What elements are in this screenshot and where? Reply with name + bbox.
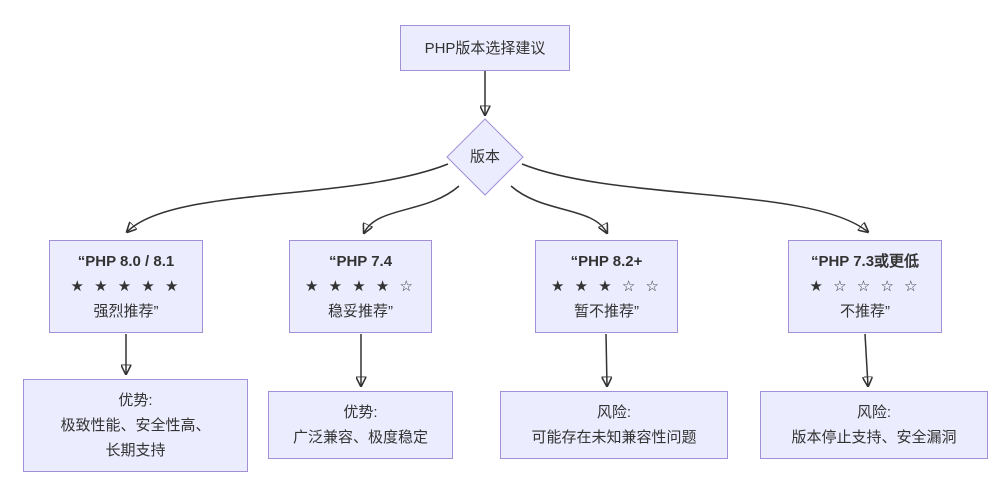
detail-node-php80-81: 优势: 极致性能、安全性高、 长期支持: [23, 379, 248, 472]
verdict-line: 强烈推荐”: [93, 303, 159, 320]
detail-line: 版本停止支持、安全漏洞: [791, 429, 957, 446]
stars-line: ★ ★ ★ ☆ ☆: [551, 278, 662, 295]
stars-line: ★ ★ ★ ★ ☆: [305, 278, 416, 295]
version-line: “PHP 8.2+: [570, 253, 643, 270]
edge-decision-to-branch-3: [510, 185, 607, 233]
branch-node-php74: “PHP 7.4 ★ ★ ★ ★ ☆ 稳妥推荐”: [289, 240, 432, 333]
stars-line: ★ ☆ ☆ ☆ ☆: [809, 278, 921, 295]
verdict-line: 稳妥推荐”: [328, 303, 393, 320]
verdict-line: 不推荐”: [840, 303, 890, 320]
branch-node-php82plus: “PHP 8.2+ ★ ★ ★ ☆ ☆ 暂不推荐”: [535, 240, 678, 333]
detail-line: 广泛兼容、极度稳定: [292, 429, 428, 446]
detail-line: 优势:: [118, 392, 153, 409]
detail-node-php82plus: 风险: 可能存在未知兼容性问题: [500, 391, 728, 459]
edge-decision-to-branch-1: [127, 163, 449, 232]
version-line: “PHP 7.4: [328, 253, 393, 270]
branch-node-php80-81: “PHP 8.0 / 8.1 ★ ★ ★ ★ ★ 强烈推荐”: [49, 240, 203, 333]
version-line: “PHP 7.3或更低: [810, 253, 920, 270]
verdict-line: 暂不推荐”: [574, 303, 639, 320]
branch-node-php73-or-lower: “PHP 7.3或更低 ★ ☆ ☆ ☆ ☆ 不推荐”: [788, 240, 942, 333]
detail-line: 优势:: [343, 404, 378, 421]
detail-line: 极致性能、安全性高、: [60, 417, 211, 434]
detail-line: 长期支持: [105, 442, 166, 459]
detail-node-php74: 优势: 广泛兼容、极度稳定: [268, 391, 453, 459]
root-node: PHP版本选择建议: [400, 25, 570, 71]
stars-line: ★ ★ ★ ★ ★: [70, 278, 182, 295]
detail-line: 风险:: [596, 404, 632, 421]
detail-line: 风险:: [856, 404, 892, 421]
detail-node-php73-or-lower: 风险: 版本停止支持、安全漏洞: [760, 391, 988, 459]
edge-branch-3-to-detail-3: [606, 333, 607, 386]
edge-decision-to-branch-4: [521, 163, 868, 232]
detail-line: 可能存在未知兼容性问题: [531, 429, 697, 446]
decision-node: 版本: [469, 148, 501, 166]
edge-decision-to-branch-2: [364, 185, 460, 233]
root-node-label: PHP版本选择建议: [424, 39, 546, 57]
edge-branch-4-to-detail-4: [865, 333, 868, 386]
version-line: “PHP 8.0 / 8.1: [77, 253, 175, 270]
decision-node-shape: [446, 118, 524, 196]
